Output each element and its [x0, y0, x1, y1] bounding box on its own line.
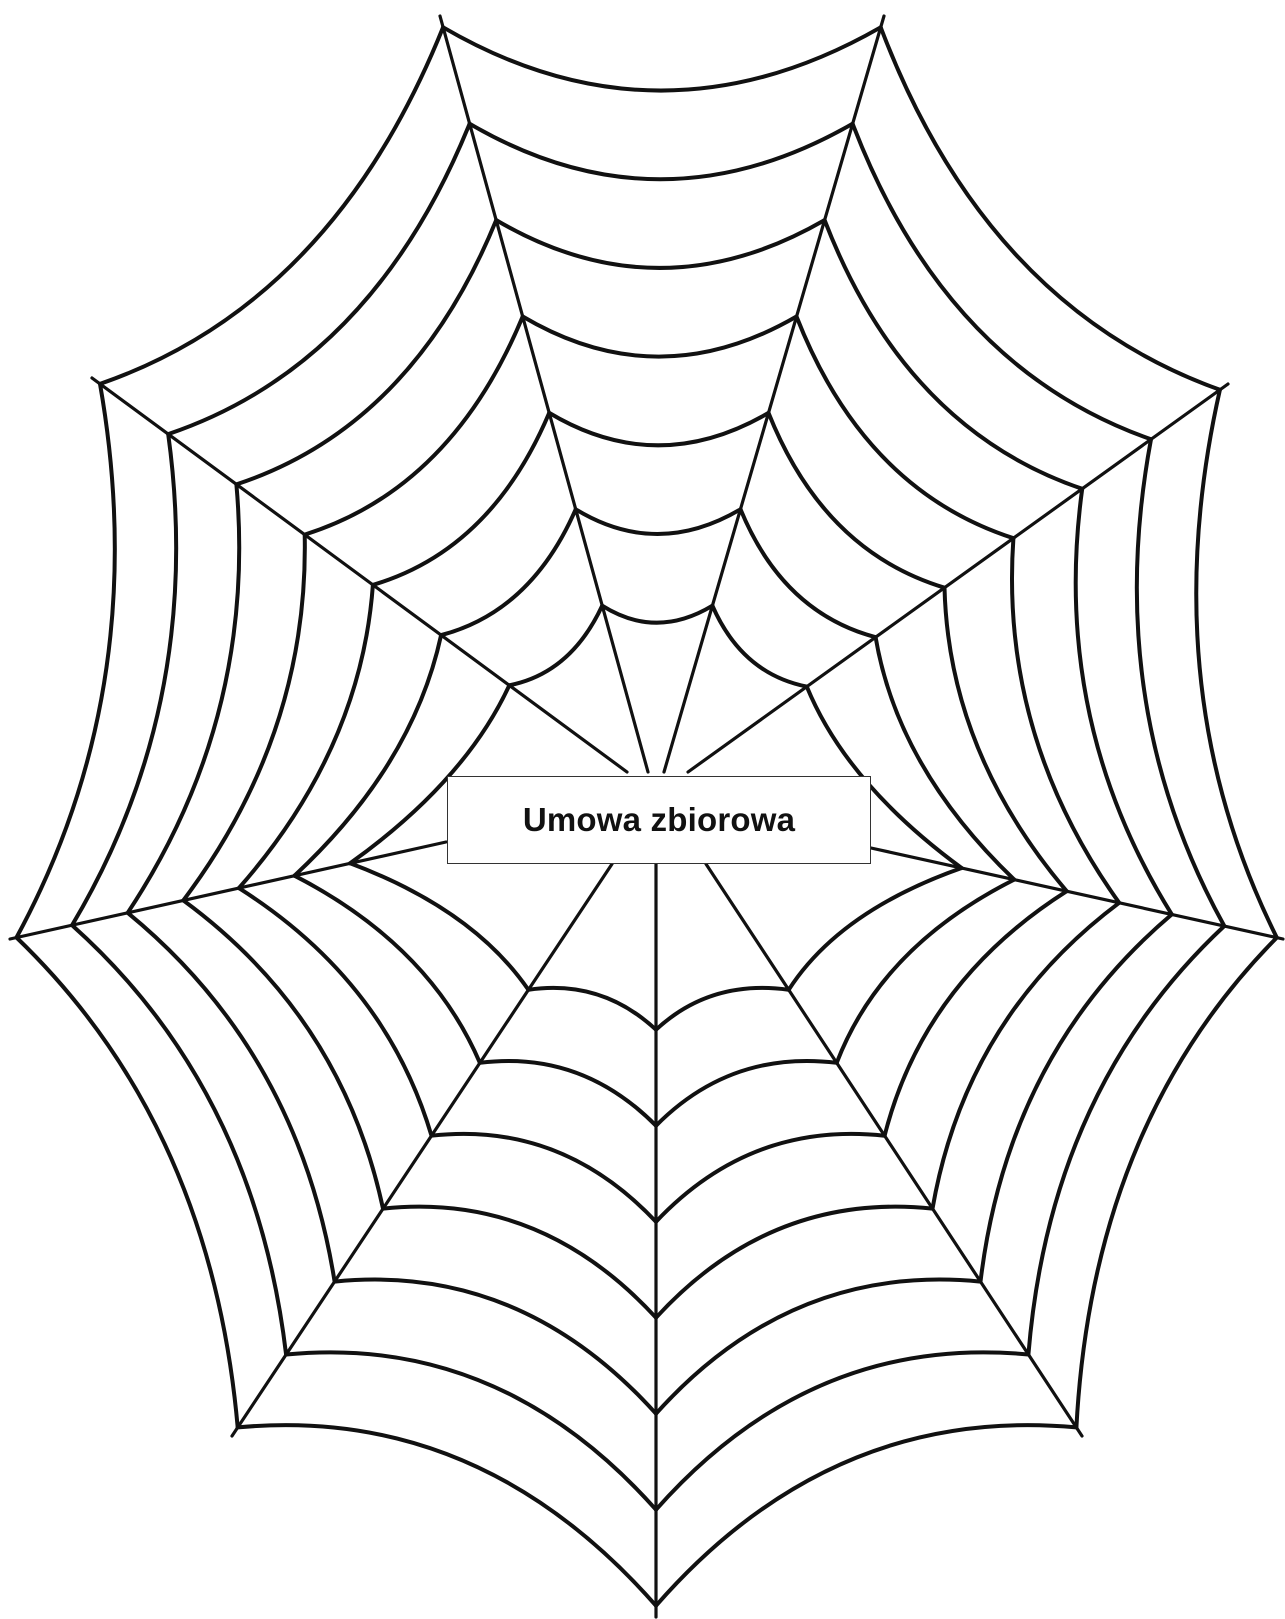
spiral-thread — [656, 1061, 837, 1126]
spiral-thread — [383, 1207, 656, 1318]
spiral-thread — [239, 585, 373, 888]
spiral-thread — [549, 413, 768, 445]
spiral-thread — [885, 891, 1067, 1135]
spiral-thread — [373, 413, 549, 585]
radial-thread — [664, 16, 884, 772]
spiral-thread — [656, 1352, 1028, 1509]
spiral-thread — [441, 509, 576, 635]
spiral-thread — [17, 384, 115, 938]
spiral-thread — [656, 988, 789, 1030]
spiral-thread — [17, 938, 238, 1428]
spiral-thread — [1076, 489, 1172, 915]
spiral-thread — [286, 1352, 656, 1509]
spiral-thread — [1012, 538, 1119, 903]
spiral-thread — [305, 317, 523, 535]
spiral-thread — [496, 220, 824, 268]
spiral-thread — [523, 317, 797, 357]
spiral-thread — [712, 606, 806, 687]
spiral-thread — [825, 220, 1083, 489]
spiral-thread — [933, 903, 1120, 1209]
spiral-thread — [470, 124, 853, 180]
spiral-thread — [602, 606, 712, 623]
spiral-thread — [876, 637, 1015, 879]
spiral-thread — [239, 888, 432, 1136]
center-label: Umowa zbiorowa — [523, 801, 795, 839]
spiral-thread — [981, 914, 1172, 1281]
spiral-thread — [945, 588, 1067, 892]
spiral-thread — [128, 913, 335, 1282]
spiral-thread — [295, 635, 442, 876]
spiral-thread — [509, 606, 602, 686]
spiral-thread — [183, 535, 305, 901]
spiral-thread — [100, 27, 443, 384]
spiral-thread — [1028, 926, 1224, 1355]
spiral-thread — [238, 1425, 656, 1606]
spiral-thread — [335, 1280, 656, 1414]
spiral-thread — [443, 27, 881, 90]
spiral-thread — [656, 1280, 981, 1414]
spiral-thread — [528, 988, 656, 1030]
spiral-thread — [576, 509, 741, 534]
spiral-thread — [741, 509, 876, 637]
spiral-thread — [853, 124, 1151, 440]
spiral-thread — [72, 434, 176, 925]
spiral-thread — [656, 1207, 933, 1318]
spiral-thread — [881, 27, 1220, 390]
center-label-box: Umowa zbiorowa — [447, 776, 871, 864]
spiral-thread — [769, 413, 945, 588]
spiral-thread — [72, 925, 286, 1354]
spiral-thread — [797, 317, 1014, 539]
radial-thread — [10, 842, 446, 939]
spiral-thread — [1137, 439, 1224, 926]
spiral-thread — [656, 1425, 1076, 1606]
spiral-thread — [168, 124, 469, 434]
spiral-thread — [236, 220, 496, 484]
spiral-thread — [1196, 390, 1277, 938]
radial-thread — [871, 848, 1283, 939]
spiral-thread — [128, 484, 240, 912]
radial-thread — [92, 378, 627, 772]
spiral-thread — [480, 1061, 656, 1126]
spiral-thread — [1076, 938, 1276, 1428]
spiral-thread — [183, 900, 383, 1208]
